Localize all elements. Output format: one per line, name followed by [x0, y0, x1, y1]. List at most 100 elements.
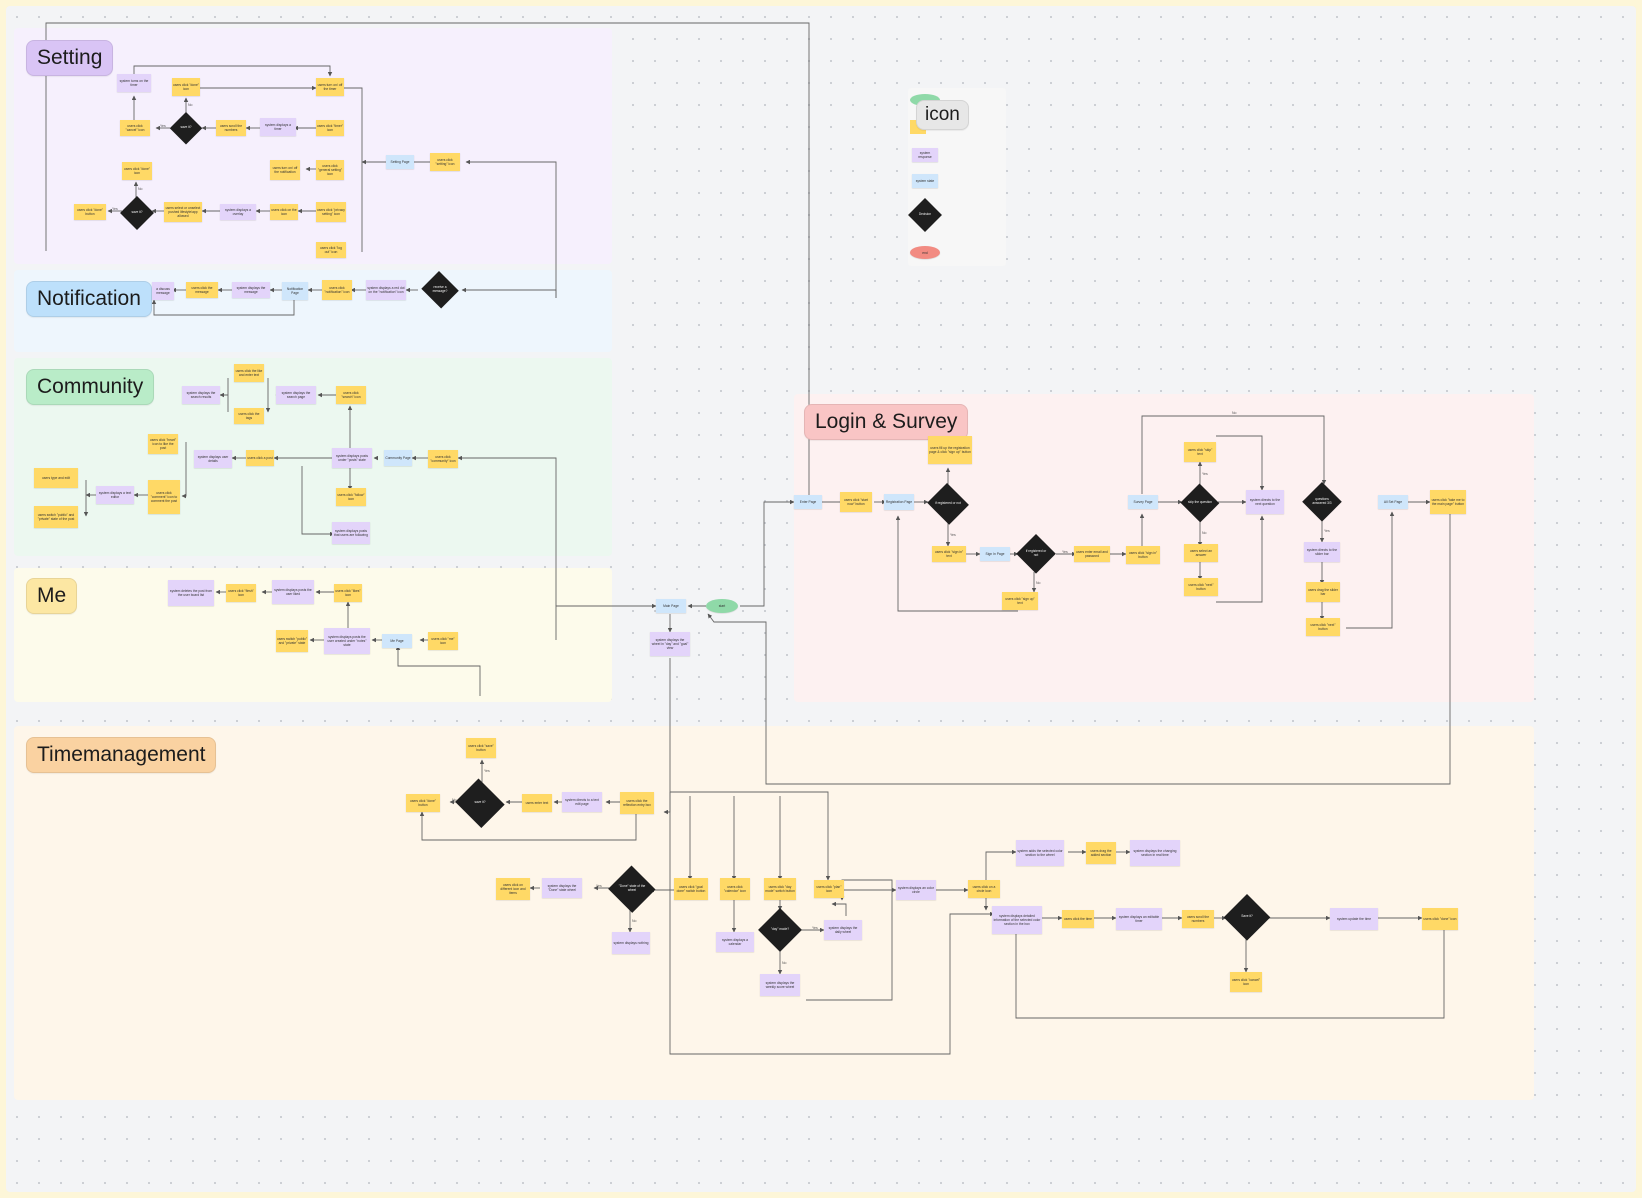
setting-decision-2: save it? [120, 196, 154, 230]
time-node-23: system displays the changing section in … [1130, 840, 1180, 866]
time-node-4: users enter text [522, 794, 552, 812]
time-node-11: users click "calendar" icon [720, 878, 750, 900]
community-node-14: users click "comment" icon to comment th… [148, 480, 180, 514]
setting-node-16: users select or unselect pushed lifestyl… [164, 202, 202, 222]
time-decision-3: "day" mode? [758, 908, 802, 952]
svg-text:No: No [188, 103, 193, 107]
whiteboard-canvas[interactable]: Yes No Yes No Yes Yes No Yes No No Yes Y… [6, 6, 1636, 1192]
setting-node-12: users turn on/ off the notification [270, 160, 300, 180]
login-node-22[interactable]: All Set Page [1378, 495, 1408, 509]
setting-node-7: system displays a timer [260, 118, 296, 136]
svg-text:Yes: Yes [812, 926, 818, 930]
svg-text:Yes: Yes [596, 884, 602, 888]
setting-node-1: system turns on the timer [117, 74, 151, 92]
section-label-notification: Notification [26, 281, 152, 317]
setting-node-19: users click "privacy setting" icon [316, 202, 346, 222]
community-node-8: users click a post [246, 450, 274, 466]
setting-node-11: users click "done" icon [122, 162, 152, 180]
notification-node-6: system displays a red dot on the "notifi… [366, 280, 406, 300]
time-node-13: users click "plan" icon [814, 880, 844, 898]
community-node-5: users click "search" icon [336, 386, 366, 404]
start-node: start [706, 599, 738, 613]
login-node-3[interactable]: Registration Page [884, 494, 914, 510]
community-node-12: users type and edit [34, 468, 78, 488]
community-node-9: system displays posts under "posts" stat… [332, 448, 372, 468]
login-decision-3: skip the question [1180, 484, 1220, 522]
setting-node-20: users click "log out" icon [316, 242, 346, 258]
login-node-17: system directs to the next question [1246, 490, 1284, 514]
notification-node-2: users click the message [186, 282, 218, 298]
main-page-node[interactable]: Main Page [656, 599, 686, 613]
login-decision-4: questions answered 3/3 [1302, 482, 1342, 522]
time-decision-4: Save it? [1224, 894, 1270, 940]
section-label-setting: Setting [26, 40, 114, 76]
time-node-14: system displays nothing [612, 932, 650, 954]
setting-node-9[interactable]: Setting Page [386, 155, 414, 169]
section-label-me: Me [26, 578, 78, 614]
time-node-12: users click "day mode" switch button [764, 878, 796, 900]
setting-node-8: users click "timer" icon [316, 120, 344, 136]
login-node-21: users click "next" button [1306, 618, 1340, 636]
setting-node-4: users click "cancel" icon [120, 120, 150, 136]
setting-node-18: users click on the icon [270, 204, 298, 220]
community-node-6: users click "heart" icon to like the pos… [148, 434, 178, 454]
me-node-6: system displays posts the user created u… [324, 628, 370, 654]
time-node-6: users click the reflection entry box [620, 792, 654, 814]
setting-node-10: users click "setting" icon [430, 153, 460, 171]
legend-title: icon [916, 100, 969, 130]
svg-text:No: No [1202, 531, 1207, 535]
svg-text:Yes: Yes [1202, 472, 1208, 476]
community-node-4: system displays the search page [276, 386, 316, 404]
svg-text:Yes: Yes [1324, 529, 1330, 533]
login-node-11: users click "sign up" text [1002, 592, 1038, 610]
legend-system-response: system response [912, 148, 938, 162]
notification-node-3: system displays the message [232, 282, 270, 298]
setting-node-3: users turn on/ off the timer [316, 78, 344, 96]
login-node-20: users drag the slider bar [1306, 582, 1340, 602]
time-node-24: system displays detailed information of … [992, 906, 1042, 934]
svg-text:No: No [632, 919, 637, 923]
login-node-7[interactable]: Sign In Page [980, 547, 1010, 561]
time-node-15: system displays a calendar [716, 932, 754, 952]
time-node-20: users click on a circle icon [968, 880, 1000, 898]
setting-node-2: users click "done" icon [172, 78, 200, 96]
time-decision-2: "Done" state of the wheel [608, 866, 656, 912]
svg-text:Yes: Yes [1062, 550, 1068, 554]
login-decision-2: if registered or not [1016, 534, 1056, 574]
svg-text:Yes: Yes [484, 769, 490, 773]
me-node-4: users click "likes" icon [334, 584, 362, 602]
login-node-6: users click "sign in" text [932, 546, 966, 562]
notification-decision: receive a message? [420, 272, 460, 308]
notification-node-1: a discuss message [152, 282, 174, 300]
me-node-7[interactable]: Me Page [382, 634, 412, 648]
me-node-3: system displays posts the user liked [272, 580, 314, 604]
svg-text:Yes: Yes [112, 207, 118, 211]
section-label-community: Community [26, 369, 155, 405]
section-login-survey [794, 394, 1534, 702]
main-wheel-node: system displays the wheel in "day" and "… [650, 632, 690, 656]
login-node-1[interactable]: Enter Page [794, 495, 822, 509]
login-node-23: users click "take me to the main page" b… [1430, 490, 1466, 514]
notification-node-4[interactable]: Notification Page [282, 282, 308, 300]
time-node-5: system directs to a text edit page [562, 792, 602, 812]
section-label-timemanagement: Timemanagement [26, 737, 217, 773]
time-node-27: users scroll the numbers [1182, 910, 1214, 928]
login-node-10: users click "sign in" button [1126, 546, 1160, 564]
login-node-12[interactable]: Survey Page [1128, 495, 1158, 509]
login-node-15: users select an answer [1184, 544, 1218, 562]
notification-node-5: users click "notification" icon [322, 280, 352, 300]
svg-text:No: No [1036, 581, 1041, 585]
time-node-21: system adds the selected color section t… [1016, 840, 1064, 866]
legend-decision: Decision [908, 198, 942, 232]
time-node-7: users click on different icon and items [496, 878, 530, 900]
login-node-19: system directs to the slider bar [1304, 542, 1340, 562]
time-node-10: users click "goal done" switch button [674, 878, 708, 900]
svg-text:Yes: Yes [160, 124, 166, 128]
time-node-29: system update the time [1330, 908, 1378, 930]
legend-end: end [910, 246, 940, 259]
community-node-10[interactable]: Community Page [384, 450, 412, 466]
login-node-4: users fill up the registration page & cl… [928, 436, 972, 464]
community-node-11: users click "community" icon [428, 450, 458, 468]
time-node-26: system displays an editable timer [1116, 908, 1162, 930]
community-node-3: users click the tags [234, 408, 264, 424]
